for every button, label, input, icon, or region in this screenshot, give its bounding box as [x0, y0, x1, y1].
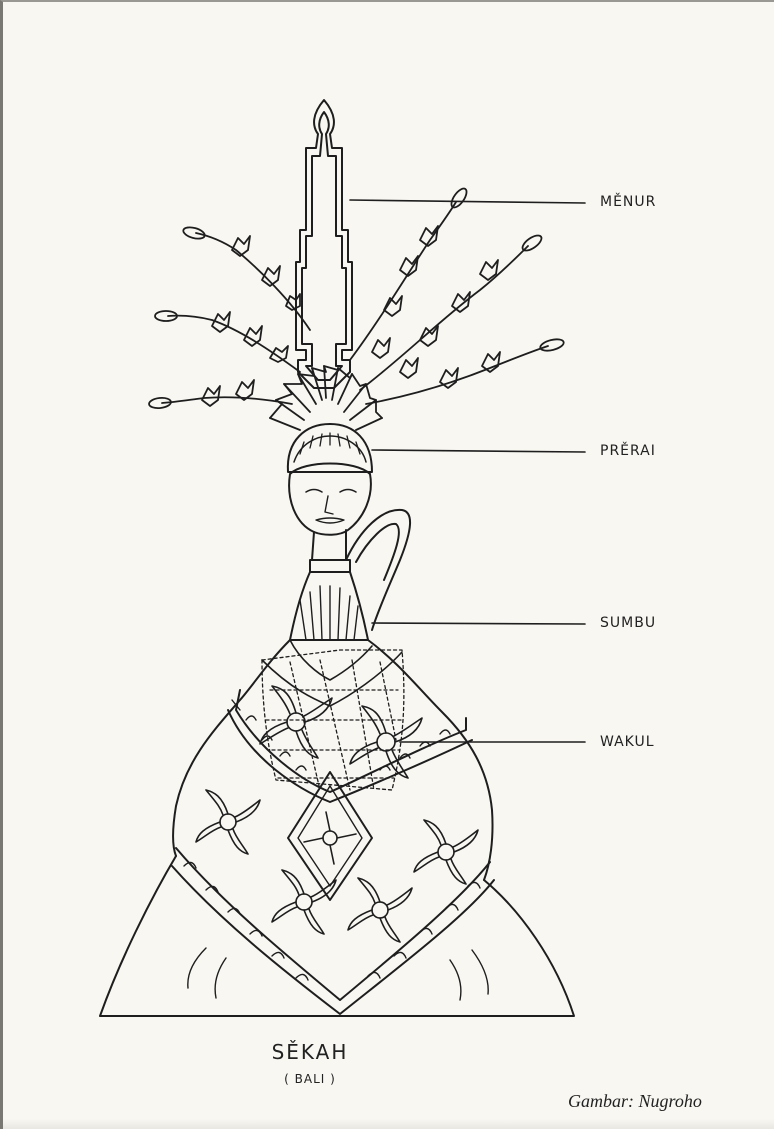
- label-prerai: PRĚRAI: [600, 443, 656, 459]
- dress: [100, 640, 574, 1016]
- caption-title: SĚKAH: [0, 1040, 620, 1064]
- label-menur: MĚNUR: [600, 194, 656, 210]
- dress-flowers: [196, 686, 478, 942]
- leader-line-menur: [350, 200, 585, 203]
- leader-line-prerai: [372, 450, 585, 452]
- image-credit: Gambar: Nugroho: [568, 1091, 702, 1112]
- prerai-head: [288, 424, 372, 535]
- caption-subtitle: ( BALI ): [0, 1072, 620, 1086]
- leader-line-sumbu: [372, 623, 585, 624]
- leader-lines: [350, 200, 585, 742]
- label-wakul: WAKUL: [600, 734, 655, 750]
- label-sumbu: SUMBU: [600, 615, 656, 631]
- menur-spire: [296, 100, 352, 388]
- flower-sprays: [149, 186, 565, 409]
- leaf-crown: [270, 366, 382, 430]
